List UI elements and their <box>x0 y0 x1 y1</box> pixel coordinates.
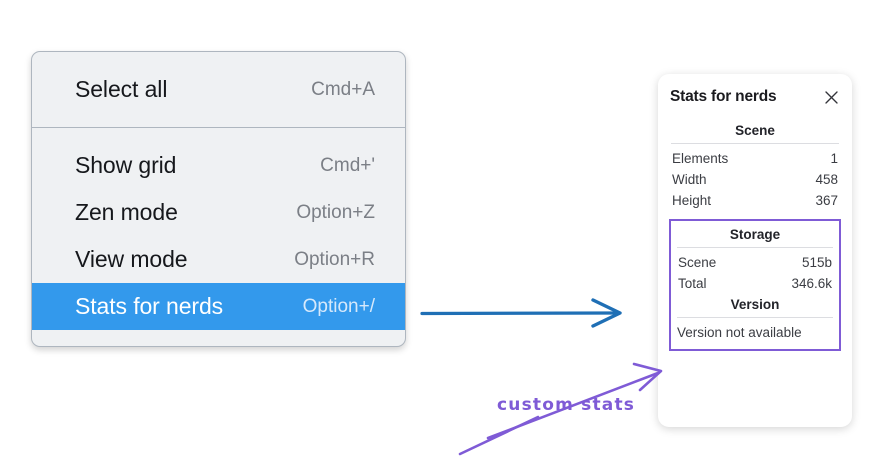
section-divider <box>677 317 833 318</box>
stat-key: Scene <box>678 255 717 270</box>
panel-title: Stats for nerds <box>670 88 777 105</box>
menu-item-label: Stats for nerds <box>75 293 224 319</box>
stat-row: Scene 515b <box>675 252 835 273</box>
stat-value: 1 <box>830 151 838 166</box>
menu-item-shortcut: Cmd+A <box>311 78 375 100</box>
blue-flow-arrow <box>420 298 622 328</box>
menu-item-shortcut: Option+R <box>294 248 375 270</box>
callout-label: custom stats <box>497 395 636 415</box>
version-text: Version not available <box>677 325 802 340</box>
stat-key: Elements <box>672 151 729 166</box>
menu-item-label: View mode <box>75 246 188 272</box>
stat-key: Total <box>678 276 707 291</box>
close-icon[interactable] <box>823 89 840 106</box>
stat-row: Total 346.6k <box>675 273 835 294</box>
menu-item-view-mode[interactable]: View mode Option+R <box>32 236 405 283</box>
menu-item-label: Zen mode <box>75 199 178 225</box>
menu-separator <box>32 127 405 128</box>
section-heading-scene: Scene <box>735 123 775 138</box>
stat-key: Height <box>672 193 712 208</box>
menu-item-shortcut: Option+/ <box>302 295 375 317</box>
menu-item-label: Show grid <box>75 152 177 178</box>
menu-item-zen-mode[interactable]: Zen mode Option+Z <box>32 189 405 236</box>
menu-item-shortcut: Cmd+' <box>320 154 375 176</box>
menu-item-stats-for-nerds[interactable]: Stats for nerds Option+/ <box>32 283 405 330</box>
custom-stats-outline: Storage Scene 515b Total 346.6k Version … <box>669 219 841 351</box>
section-divider <box>677 247 833 248</box>
stat-key: Width <box>672 172 707 187</box>
section-version: Version Version not available <box>675 294 835 343</box>
stat-row: Width 458 <box>669 169 841 190</box>
stat-value: 458 <box>815 172 838 187</box>
stat-row: Height 367 <box>669 190 841 211</box>
section-scene: Scene Elements 1 Width 458 Height 367 <box>669 122 841 211</box>
panel-header: Stats for nerds <box>669 84 841 106</box>
stat-value: 367 <box>815 193 838 208</box>
menu-item-show-grid[interactable]: Show grid Cmd+' <box>32 142 405 189</box>
menu-item-label: Select all <box>75 76 168 102</box>
stats-for-nerds-panel[interactable]: Stats for nerds Scene Elements 1 Width 4… <box>658 74 852 427</box>
stat-row: Elements 1 <box>669 148 841 169</box>
menu-item-shortcut: Option+Z <box>296 201 375 223</box>
menu-item-select-all[interactable]: Select all Cmd+A <box>32 66 405 113</box>
menu-group-1: Select all Cmd+A <box>32 52 405 127</box>
section-heading-storage: Storage <box>729 227 781 242</box>
menu-group-2: Show grid Cmd+' Zen mode Option+Z View m… <box>32 128 405 344</box>
section-heading-version: Version <box>730 297 780 312</box>
stat-value: 346.6k <box>791 276 832 291</box>
section-storage: Storage Scene 515b Total 346.6k <box>675 224 835 294</box>
context-menu[interactable]: Select all Cmd+A Show grid Cmd+' Zen mod… <box>31 51 406 347</box>
stat-value: 515b <box>801 255 832 270</box>
section-divider <box>671 143 839 144</box>
